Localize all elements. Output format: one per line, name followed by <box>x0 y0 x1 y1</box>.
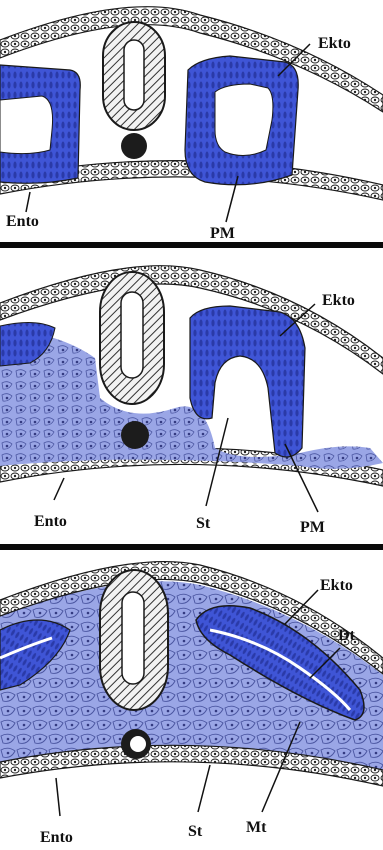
label-st: St <box>188 823 203 840</box>
label-mt: Mt <box>246 819 267 836</box>
label-pm: PM <box>210 225 235 242</box>
label-ento: Ento <box>34 513 67 530</box>
label-ekto: Ekto <box>320 577 353 594</box>
stage-3-illustration: Ekto Dt Ento St Mt <box>0 550 383 850</box>
notochord <box>121 421 149 449</box>
label-dt: Dt <box>338 627 356 644</box>
label-pm: PM <box>300 519 325 536</box>
notochord <box>121 133 147 159</box>
stage-1-illustration: Ekto Ento PM <box>0 0 383 242</box>
label-ekto: Ekto <box>318 35 351 52</box>
panel-stage-3: Ekto Dt Ento St Mt <box>0 550 383 850</box>
label-st: St <box>196 515 211 532</box>
stage-2-illustration: Ekto Ento St PM <box>0 248 383 544</box>
label-ento: Ento <box>40 829 73 846</box>
label-ento: Ento <box>6 213 39 230</box>
panel-stage-1: Ekto Ento PM <box>0 0 383 242</box>
label-ekto: Ekto <box>322 292 355 309</box>
panel-stage-2: Ekto Ento St PM <box>0 248 383 544</box>
